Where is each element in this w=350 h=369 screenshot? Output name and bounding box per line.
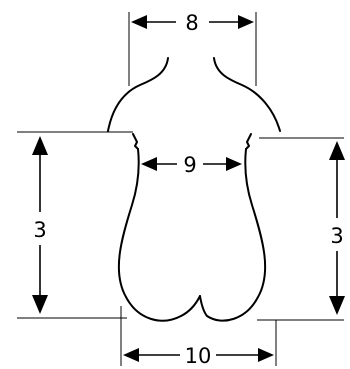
waist-width-label: 9 — [183, 153, 196, 177]
bottom-width-label: 10 — [185, 344, 212, 368]
waist-width-dimension: 9 — [141, 153, 242, 177]
right-height-dimension: 3 — [329, 141, 345, 315]
top-width-left-arrow — [131, 15, 147, 29]
top-width-dimension: 8 — [131, 11, 254, 35]
left-torso-outline — [117, 133, 201, 322]
left-shoulder-outline — [107, 57, 169, 132]
right-height-bottom-arrow — [329, 296, 345, 315]
right-height-top-arrow — [329, 141, 345, 160]
right-height-label: 3 — [330, 224, 343, 248]
bottom-width-right-arrow — [258, 348, 274, 362]
left-height-dimension: 3 — [32, 136, 48, 314]
waist-width-left-arrow — [141, 157, 157, 171]
guide-lines — [17, 12, 344, 366]
left-height-top-arrow — [32, 136, 48, 155]
right-torso-outline — [199, 133, 267, 322]
top-width-right-arrow — [238, 15, 254, 29]
bottom-width-dimension: 10 — [123, 344, 274, 368]
right-shoulder-outline — [213, 57, 281, 132]
left-height-bottom-arrow — [32, 295, 48, 314]
top-width-label: 8 — [185, 11, 198, 35]
waist-width-right-arrow — [226, 157, 242, 171]
bottom-width-left-arrow — [123, 348, 139, 362]
left-height-label: 3 — [33, 218, 46, 242]
body-silhouette — [107, 57, 281, 322]
